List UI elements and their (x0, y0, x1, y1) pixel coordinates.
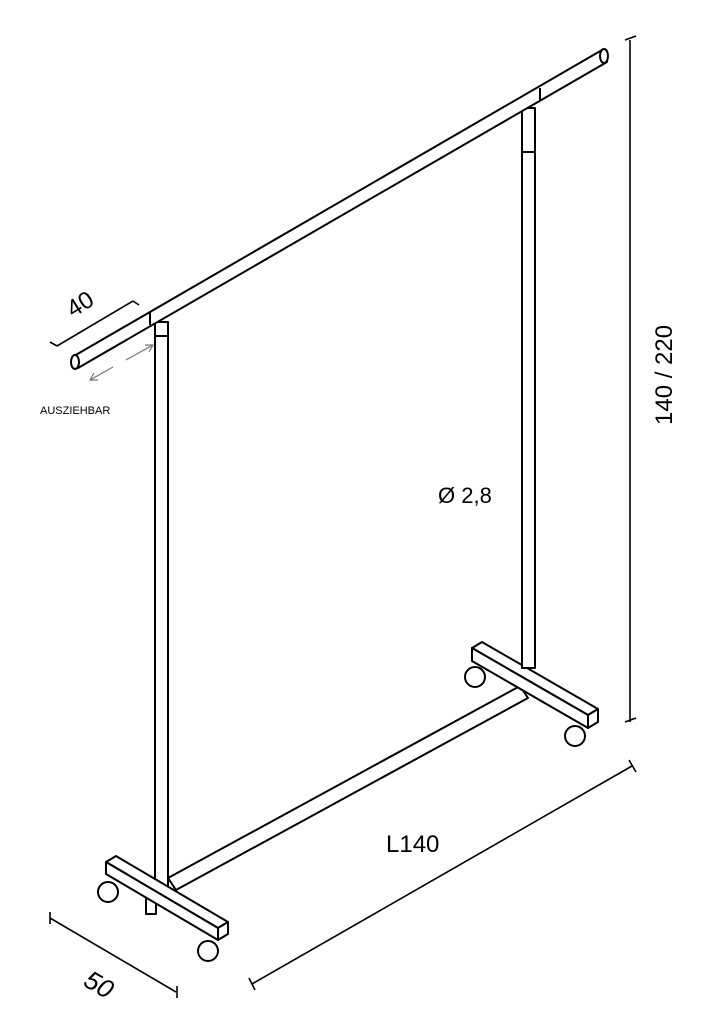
tube-diameter-label: Ø 2,8 (438, 483, 492, 508)
dimension-depth (49, 912, 178, 998)
bottom-stretcher (167, 685, 529, 891)
length-label: L140 (386, 831, 439, 858)
dimension-height (624, 35, 637, 723)
dimension-length (248, 759, 637, 991)
left-upright (154, 321, 169, 888)
depth-label: 50 (79, 964, 120, 1005)
dimension-40 (49, 300, 140, 347)
left-foot (97, 855, 229, 962)
top-rail (70, 48, 609, 370)
extend-arrows-icon (88, 344, 155, 381)
right-foot (464, 641, 599, 747)
extension-length-label: 40 (62, 286, 99, 323)
height-label: 140 / 220 (651, 325, 678, 425)
extendable-note: AUSZIEHBAR (40, 405, 110, 417)
right-upright (521, 107, 536, 669)
